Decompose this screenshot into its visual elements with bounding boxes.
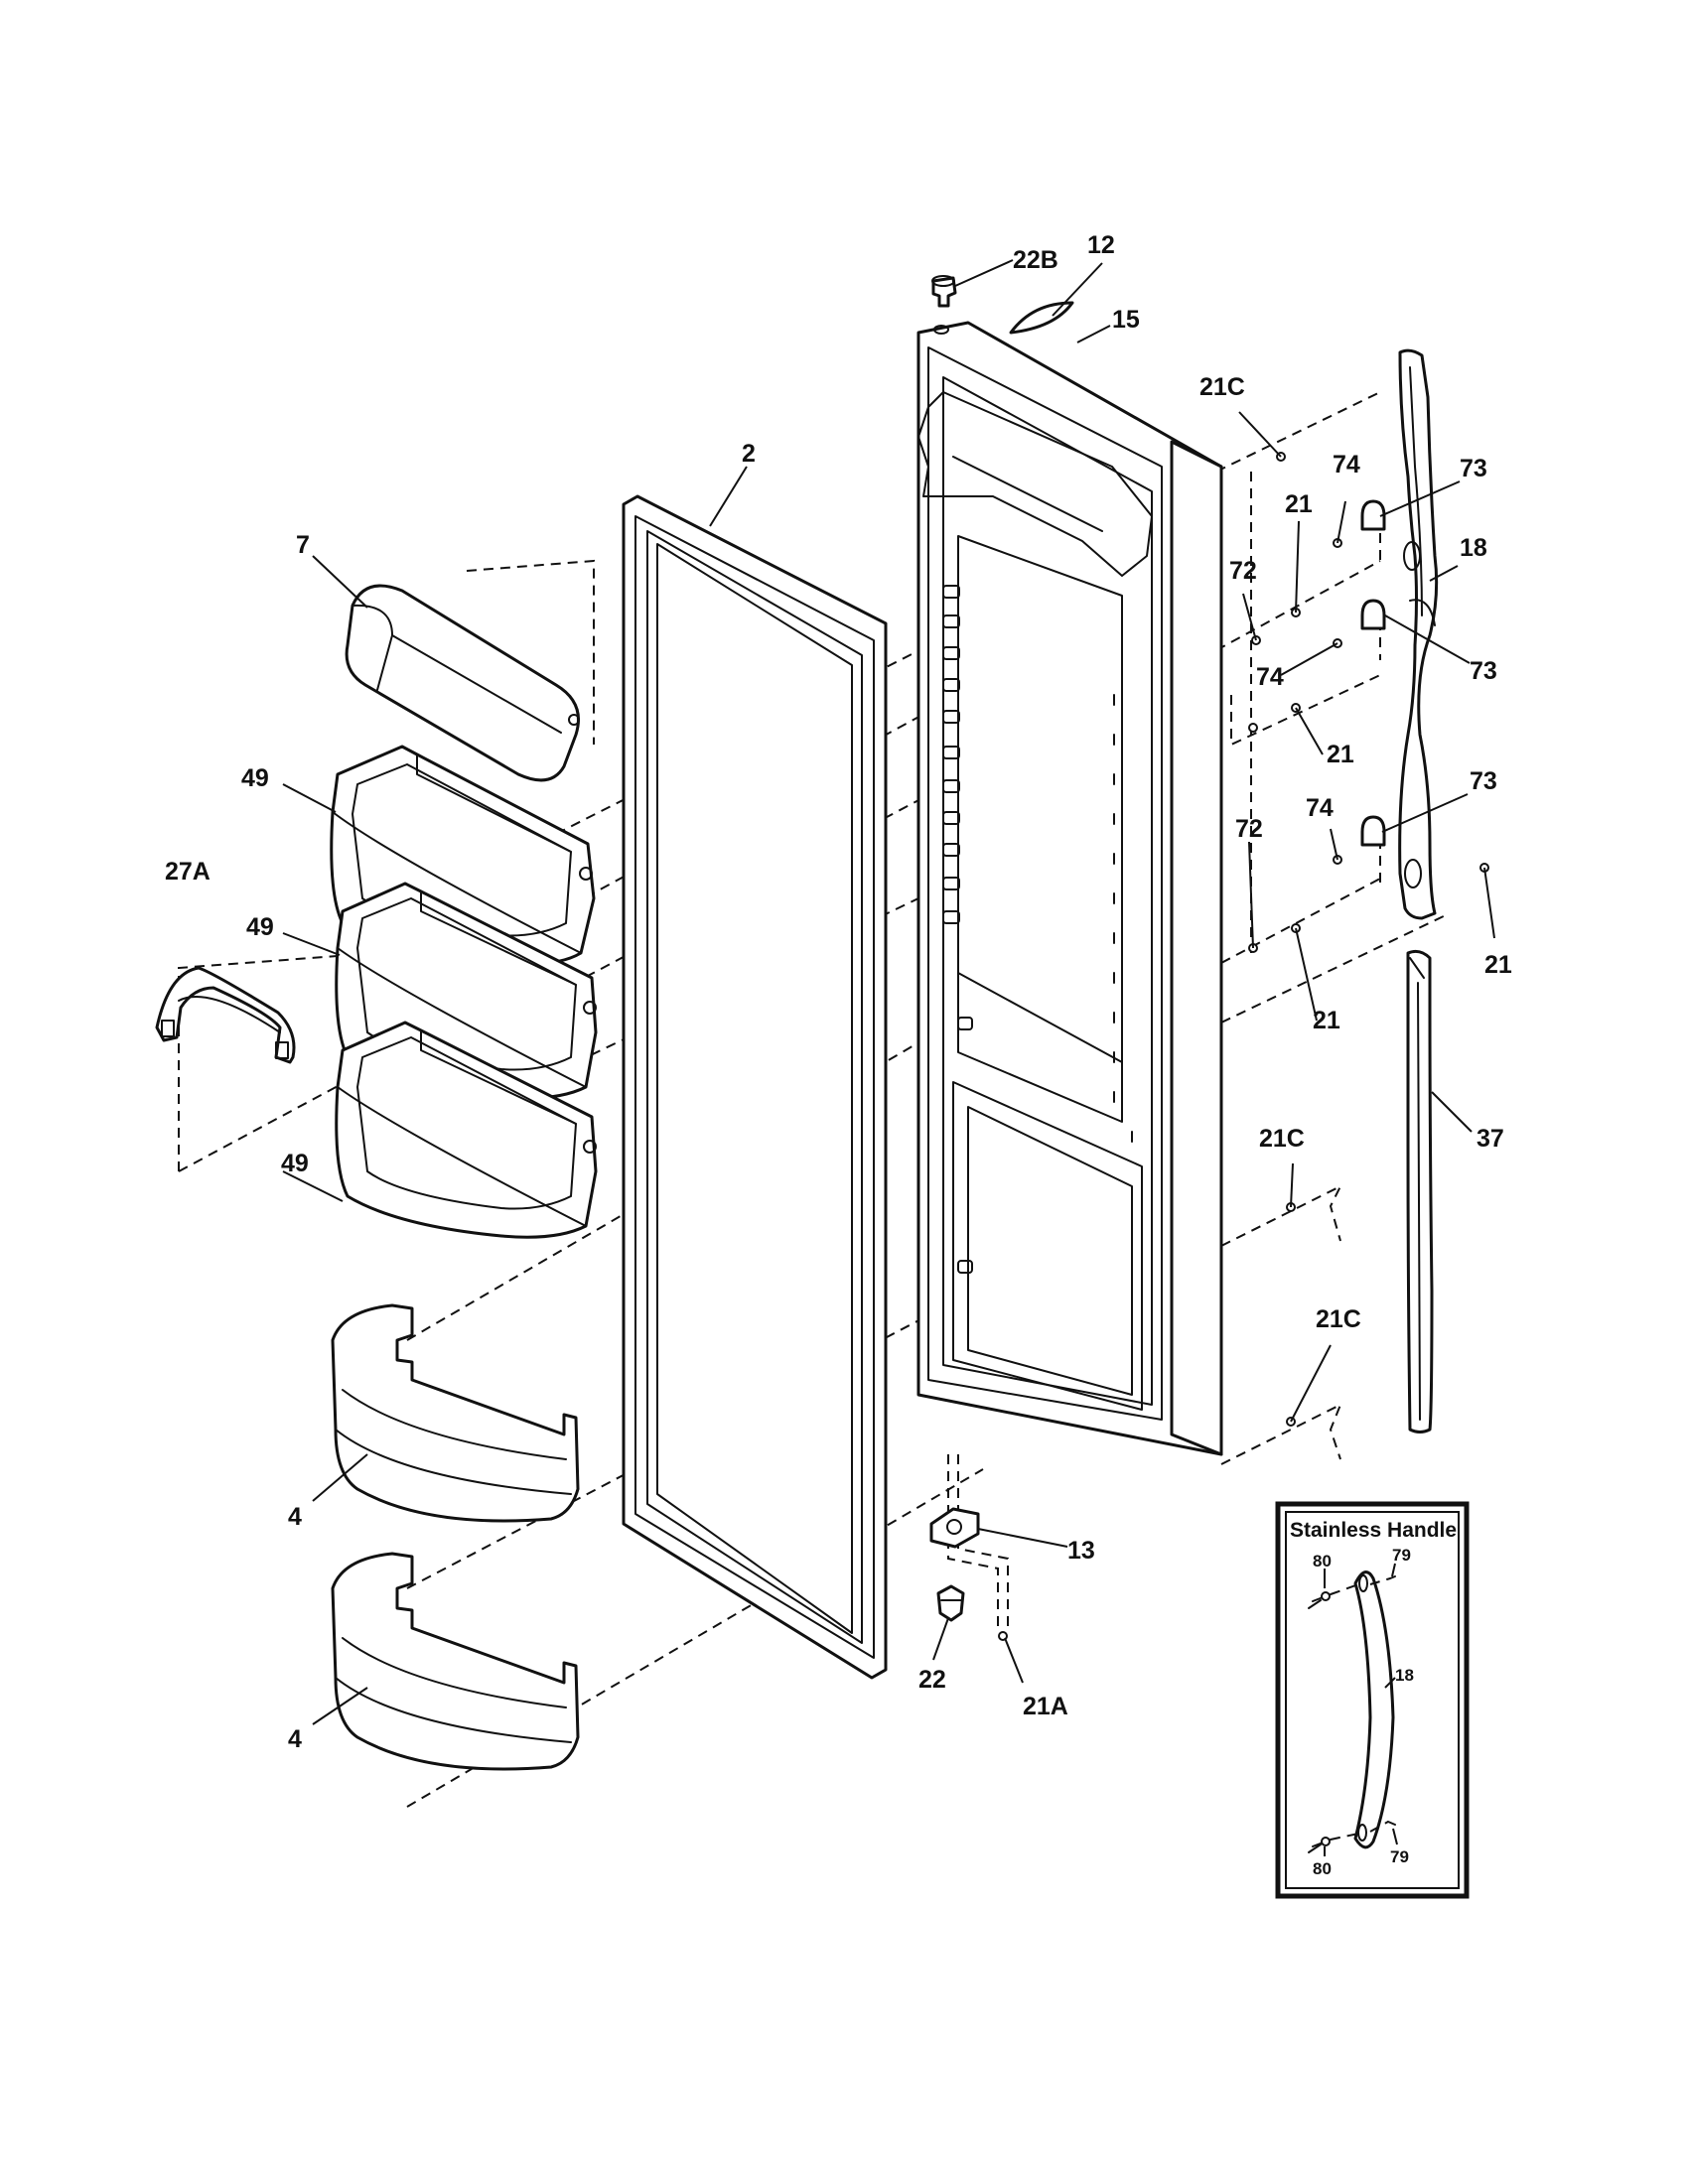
label-74-lower: 74 <box>1306 794 1334 822</box>
door-shelf-4-lower <box>331 1552 580 1771</box>
label-21c-top: 21C <box>1199 373 1245 401</box>
label-73-lower: 73 <box>1470 767 1497 795</box>
inset-label-80-bottom: 80 <box>1313 1859 1332 1878</box>
label-73-middle: 73 <box>1470 657 1497 685</box>
inset-label-79-top: 79 <box>1392 1546 1411 1565</box>
label-22b: 22B <box>1013 246 1058 274</box>
label-21-lower: 21 <box>1313 1007 1340 1034</box>
screws <box>1248 452 1489 1427</box>
hinge-bushing-22b <box>931 275 957 308</box>
label-49-lower: 49 <box>281 1150 309 1177</box>
label-74-top: 74 <box>1333 451 1360 478</box>
inset-title: Stainless Handle <box>1290 1519 1457 1542</box>
inset-screws <box>1308 1575 1396 1853</box>
part-labels: 22B 12 15 2 7 49 27A 49 49 4 4 21C 74 73… <box>165 231 1512 1753</box>
label-21-middle: 21 <box>1327 741 1354 768</box>
door-top-hole <box>933 325 949 335</box>
label-18: 18 <box>1460 534 1487 562</box>
dairy-handle-27a <box>155 966 296 1064</box>
label-73-top: 73 <box>1460 455 1487 482</box>
shelf-support-nubs <box>942 585 973 1274</box>
bottom-hinge-13 <box>929 1507 980 1549</box>
label-72-top: 72 <box>1229 557 1257 585</box>
label-74-middle: 74 <box>1256 663 1284 691</box>
label-49-upper: 49 <box>241 764 269 792</box>
label-37: 37 <box>1477 1125 1504 1153</box>
label-21a: 21A <box>1023 1693 1068 1720</box>
label-7: 7 <box>296 531 310 559</box>
dairy-door-7 <box>345 584 580 782</box>
label-27a: 27A <box>165 858 211 886</box>
label-22: 22 <box>918 1666 946 1694</box>
stainless-handle-18 <box>1353 1570 1395 1849</box>
inset-label-18: 18 <box>1395 1666 1414 1685</box>
label-13: 13 <box>1067 1537 1095 1565</box>
label-21c-middle: 21C <box>1259 1125 1305 1153</box>
door-panel <box>916 321 1223 1456</box>
inset-label-79-bottom: 79 <box>1390 1847 1409 1866</box>
right-liner-ticks <box>1113 694 1133 1143</box>
door-gasket <box>622 494 888 1680</box>
label-4-upper: 4 <box>288 1503 302 1531</box>
label-21c-lower: 21C <box>1316 1305 1361 1333</box>
label-4-lower: 4 <box>288 1725 302 1753</box>
label-72-lower: 72 <box>1235 815 1263 843</box>
door-bin-49-lower <box>335 1021 598 1239</box>
label-12: 12 <box>1087 231 1115 259</box>
inset-label-80-top: 80 <box>1313 1552 1332 1570</box>
hinge-bushing-22 <box>936 1584 965 1622</box>
label-21-right: 21 <box>1484 951 1512 979</box>
handle-trim-37 <box>1406 949 1434 1433</box>
handle-clips-73 <box>1360 499 1386 847</box>
door-shelf-4-upper <box>331 1303 580 1523</box>
hinge-cover-12 <box>1009 301 1074 335</box>
stainless-handle-inset: Stainless Handle 80 79 18 80 79 <box>1275 1501 1470 1899</box>
label-21-top: 21 <box>1285 490 1313 518</box>
label-49-middle: 49 <box>246 913 274 941</box>
leader-lines <box>282 259 1495 1725</box>
label-15: 15 <box>1112 306 1140 334</box>
label-2: 2 <box>742 440 756 468</box>
